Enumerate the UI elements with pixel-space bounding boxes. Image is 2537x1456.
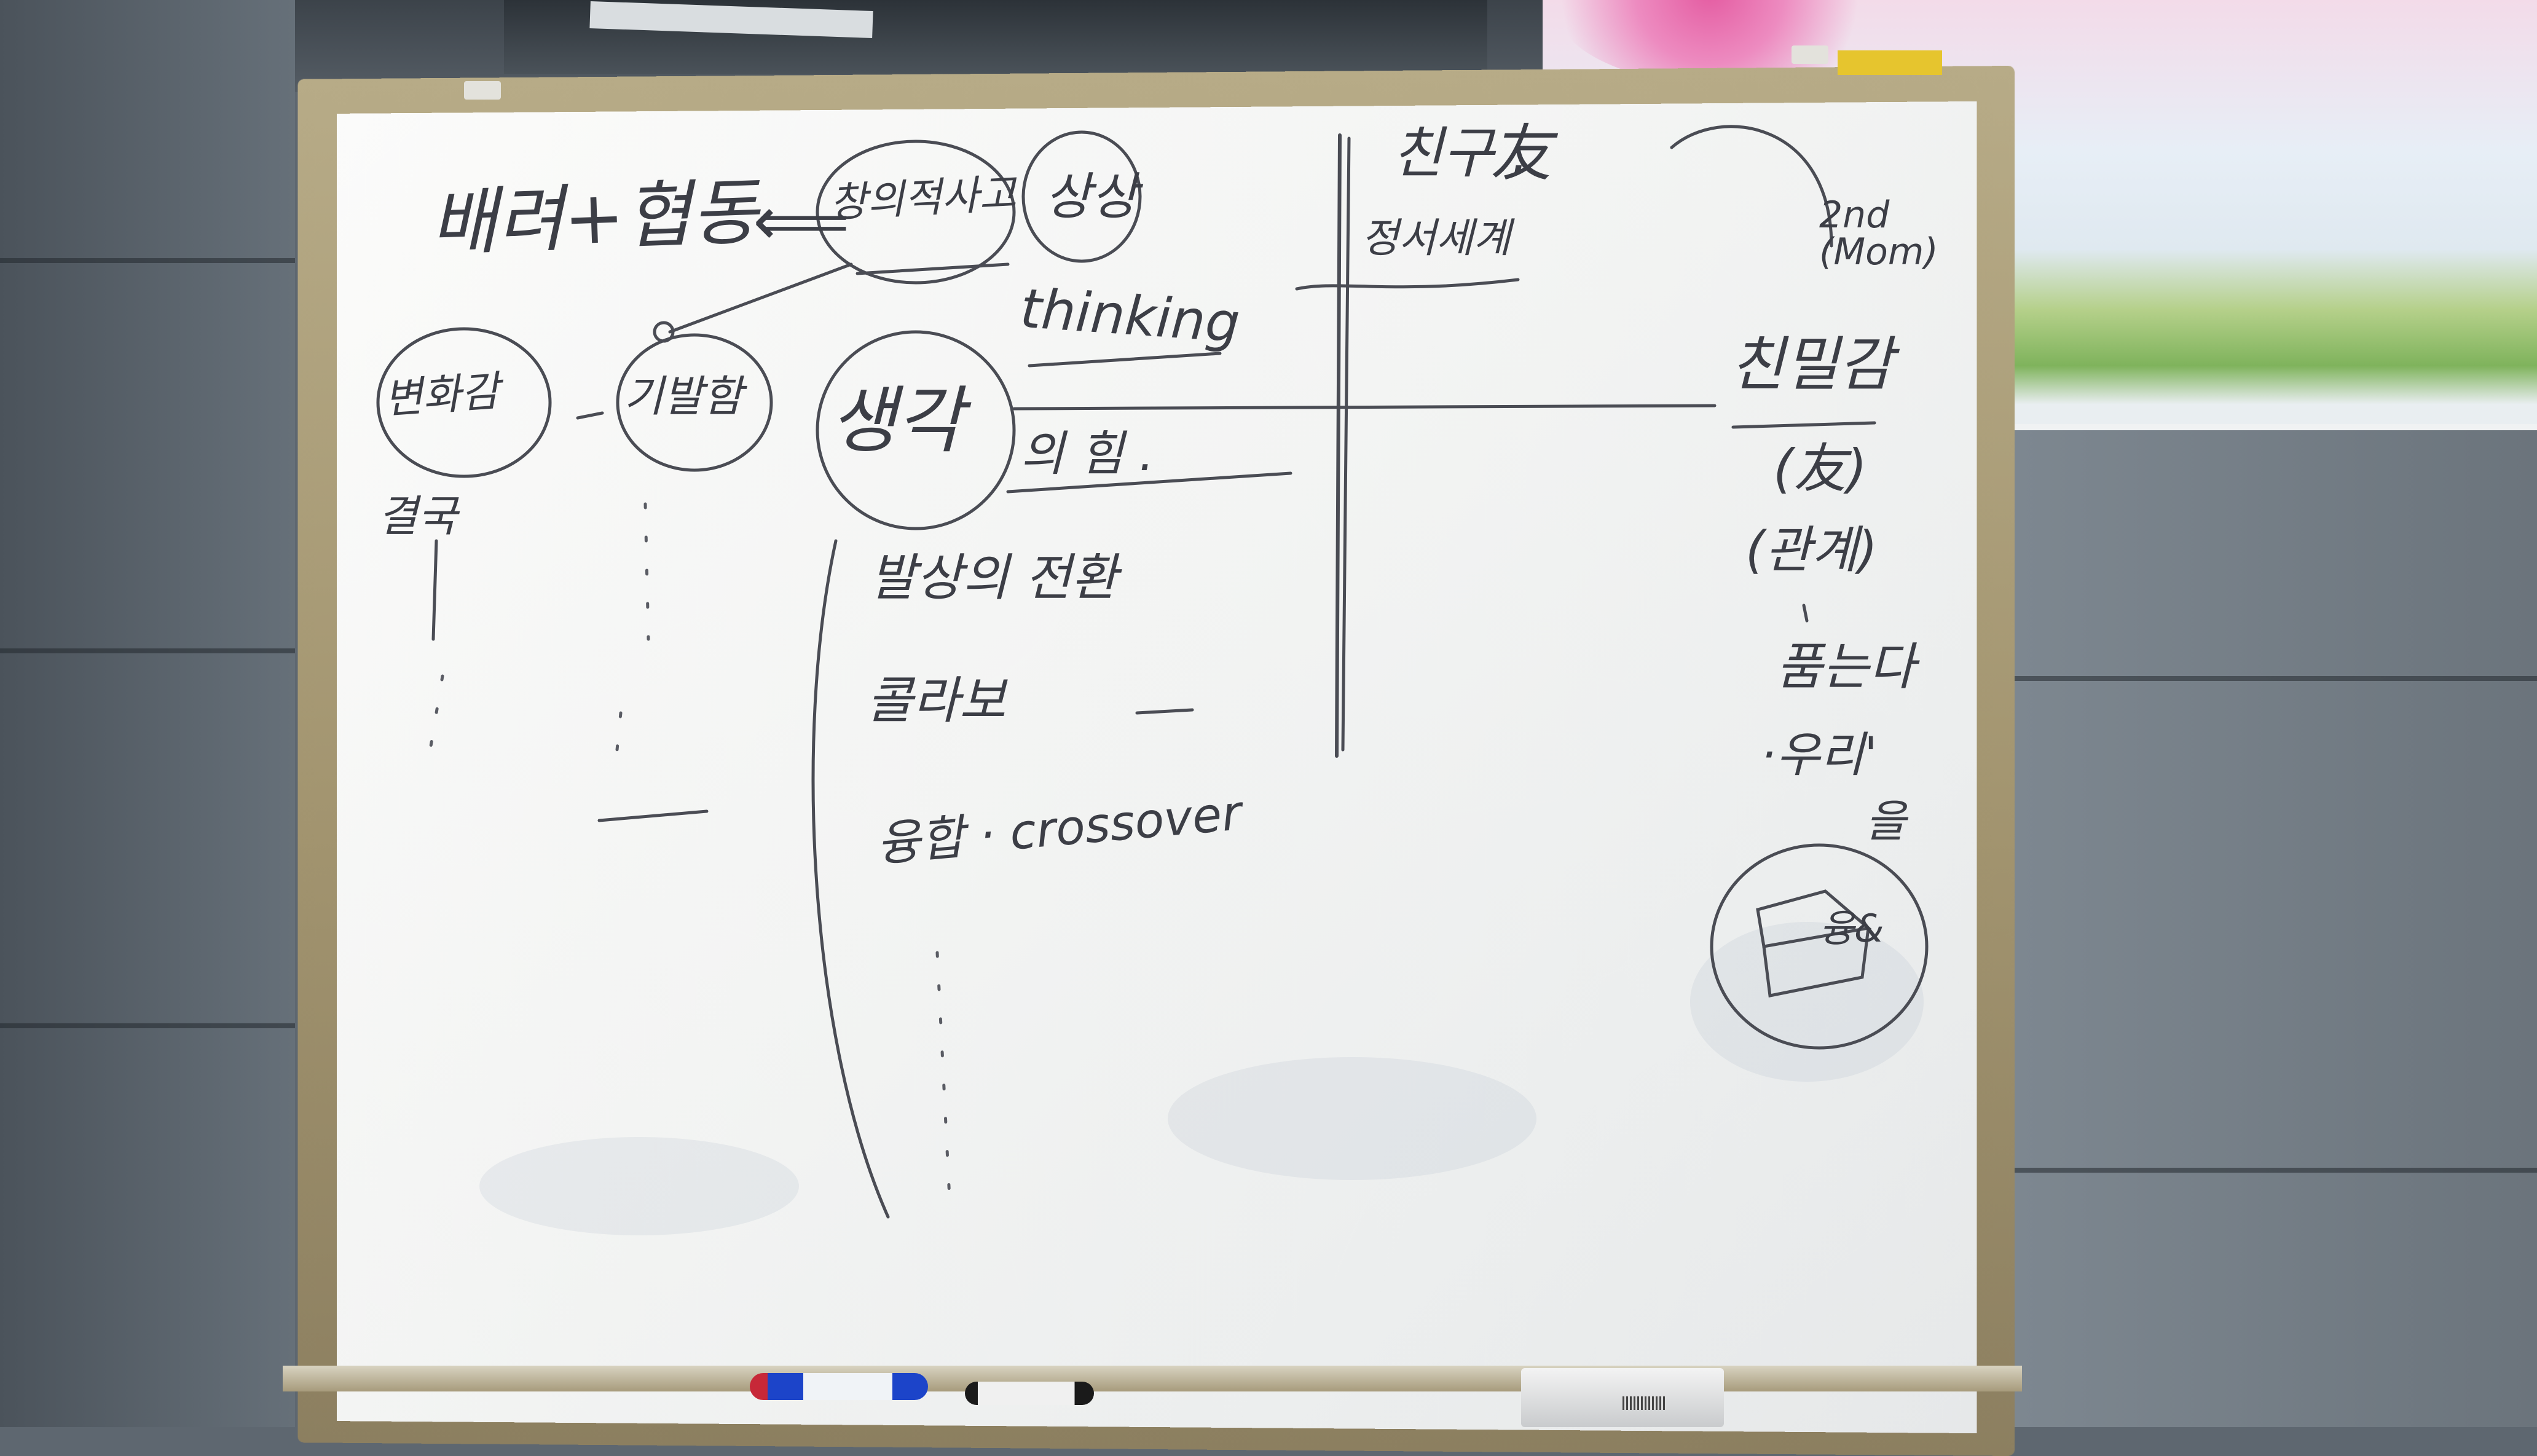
list-item-1: 발상의 전환 [870,553,1117,604]
gwangye-word: (관계) [1745,525,1878,576]
uri-word: ·우리' [1761,731,1878,779]
bracket-hanja: (友) [1773,443,1867,495]
stroke [433,541,436,639]
eraser-barcode [1622,1396,1666,1410]
right-top-hanja: 友 [1490,123,1552,184]
left-circle-label: 변화감 [383,371,501,421]
list-item-2: 콜라보 [867,676,1005,726]
chinmilgam-word: 친밀감 [1730,335,1893,394]
underline [1029,353,1220,366]
dash [1137,710,1192,713]
dotted-line [937,953,950,1198]
dotted-line [430,676,442,750]
bottom-circle-label: 융& [1819,910,1884,948]
pumneunda-word: 품는다 [1776,642,1915,693]
dotted-line [645,504,648,639]
wavy-underline [1297,280,1518,289]
connector-line [1014,406,1715,409]
left-column-word: 결국 [378,495,457,538]
underline [599,811,707,820]
middle-circle-label: 기발함 [624,375,742,418]
connector-line [670,264,851,332]
long-curve [813,541,888,1217]
curved-arrow [1672,127,1831,246]
dotted-line [615,713,621,774]
underline [1733,423,1874,427]
marker-tray [283,1366,2022,1391]
saenggak-suffix: 의 힘 . [1020,430,1154,478]
underline [857,264,1008,273]
top-left-phrase: 배려+협동 [429,176,759,260]
second-mom-note: 2nd (Mom) [1819,197,1954,270]
divider-line [1337,135,1340,756]
black-marker[interactable] [965,1382,1094,1405]
sangsang-label: 상상 [1045,172,1138,222]
saenggak-label: 생각 [830,384,963,457]
eul-word: 을 [1865,799,1906,843]
creative-thinking-label: 창의적사고 [828,173,1017,224]
stroke [1804,605,1807,621]
divider-line [1343,138,1349,750]
blue-marker[interactable] [750,1373,928,1400]
thinking-word: thinking [1018,281,1241,351]
jeongseo-word: 정서세계 [1361,218,1511,259]
dash [578,413,602,418]
